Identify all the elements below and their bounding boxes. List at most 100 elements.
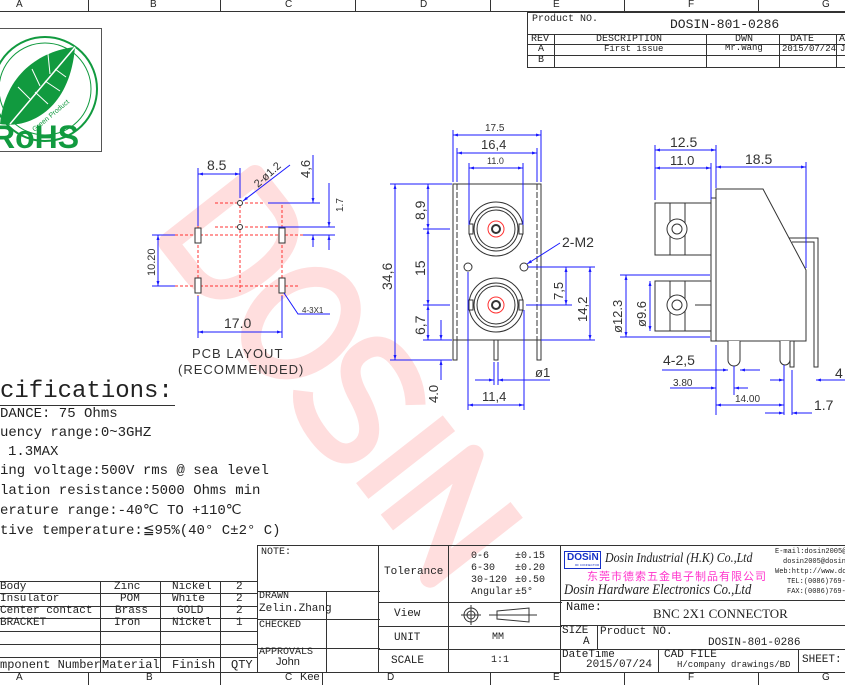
side-dim-d9-6: ø9.6 (634, 301, 649, 327)
bom-material: POM (120, 593, 140, 605)
tolerance-value: ±0.20 (515, 563, 546, 574)
bom-header-qty: QTY (231, 658, 253, 672)
dwn-cell: Mr.Wang (725, 43, 763, 53)
drawn-label: DRAWN (259, 591, 290, 602)
front-dim-7-5: 7,5 (551, 282, 566, 300)
frame-bottom-zones: A B C D E F G (0, 672, 845, 685)
scale-label: SCALE (391, 655, 425, 667)
rev-cell: B (538, 55, 545, 66)
zone-label: G (822, 672, 830, 683)
zone-label: F (688, 0, 695, 10)
side-dim-4: 4 (835, 365, 843, 381)
side-dim-14-00: 14.00 (735, 394, 760, 405)
product-no: DOSIN-801-0286 (708, 637, 801, 649)
pcb-layout-title: PCB LAYOUT (192, 346, 283, 361)
projection-symbol-icon (461, 605, 537, 625)
front-dim-8-9: 8,9 (412, 200, 428, 220)
tolerance-label: Tolerance (384, 566, 444, 578)
dwn-header: DWN (735, 34, 754, 45)
brand-sub: RF CONNECTOR (575, 563, 600, 567)
front-hole-label: 2-M2 (562, 234, 594, 250)
cad-file-value: H/company drawings/BD (677, 660, 791, 670)
zone-label: F (688, 672, 695, 683)
notes-block: NOTE: DRAWN Zelin.Zhang CHECKED APPROVAL… (257, 545, 380, 683)
approvals-label: APPROVALS (259, 647, 314, 658)
front-dim-11-4: 11,4 (482, 389, 506, 404)
unit-label: UNIT (394, 632, 421, 644)
description-header: DESCRIPTION (596, 34, 663, 45)
pcb-dim-pads: 4-3X1 (302, 306, 324, 315)
zone-label: E (553, 0, 560, 10)
scale-value: 1:1 (491, 655, 510, 666)
note-label: NOTE: (261, 547, 292, 558)
front-view: 17.5 16,4 11.0 34,6 8,9 15 6,7 4.0 2-M2 … (379, 123, 595, 410)
pcb-dim-10-20: 10.20 (146, 248, 158, 276)
bom-material: Iron (114, 617, 141, 629)
bom-finish: GOLD (177, 605, 204, 617)
front-dim-17-5: 17.5 (485, 123, 505, 134)
spec-frequency: uency range:0~3GHZ (0, 425, 152, 441)
bom-component: Insulator (0, 593, 60, 605)
spec-temperature: erature range:-40℃ TO +110℃ (0, 503, 242, 519)
pcb-dim-17-0: 17.0 (224, 315, 251, 331)
pcb-dim-4-6: 4,6 (298, 160, 313, 178)
side-dim-d12-3: ø12.3 (610, 300, 625, 333)
name-label: Name: (566, 600, 603, 614)
date-label: DateTime (562, 649, 615, 661)
product-no-label: Product NO. (600, 626, 673, 638)
zone-label: E (553, 672, 560, 683)
front-dim-11-0: 11.0 (487, 156, 504, 166)
rev-header: REV (531, 34, 550, 45)
bom-finish: White (172, 593, 206, 605)
product-no-label: Product NO. (532, 14, 599, 25)
company-name-en: Dosin Hardware Electronics Co.,Ltd (564, 582, 752, 598)
bom-header-material: Material (102, 658, 160, 672)
size-value: A (583, 636, 590, 648)
side-dim-11-0: 11.0 (670, 153, 694, 168)
front-dim-4-0: 4.0 (426, 385, 441, 403)
frame-top-zones: A B C D E F G (0, 0, 845, 12)
rohs-logo: Green Product RoHS (0, 28, 102, 152)
spec-voltage: ing voltage:500V rms @ sea level (0, 463, 269, 479)
product-name: BNC 2X1 CONNECTOR (653, 606, 788, 621)
zone-label: B (150, 0, 157, 10)
product-no: DOSIN-801-0286 (670, 17, 780, 32)
bom-finish: Nickel (172, 581, 212, 593)
side-dim-12-5: 12.5 (670, 134, 697, 150)
extra-cell: J (840, 44, 845, 54)
date-value: 2015/07/24 (586, 659, 653, 671)
company-email-2: dosin2005@dosin (783, 558, 845, 566)
tolerance-value: ±5° (515, 587, 534, 598)
front-dim-pin: ø1 (535, 365, 550, 380)
approver-name: John (276, 656, 300, 668)
side-dim-1-7: 1.7 (814, 397, 834, 413)
company-fax: FAX:(0086)769-8 (787, 588, 845, 596)
zone-label: C (285, 0, 293, 10)
zone-label: A (16, 0, 23, 10)
company-web: Web:http://www.dos (775, 568, 845, 576)
bom-material: Zinc (114, 581, 141, 593)
date-header: DATE (790, 34, 815, 45)
drawn-by: Zelin.Zhang (259, 603, 332, 615)
technical-drawing: 8.5 2-ø1.2 4,6 1.7 10.20 17.0 4-3X1 PCB … (146, 123, 845, 415)
zone-label: D (420, 0, 428, 10)
bom-qty: 2 (236, 605, 243, 617)
zone-label: D (387, 672, 395, 683)
side-view: 12.5 11.0 18.5 ø12.3 ø9.6 4-2,5 3.80 14.… (610, 134, 845, 415)
view-label: View (394, 608, 421, 620)
bom-qty: 1 (236, 617, 243, 629)
spec-insulation: lation resistance:5000 Ohms min (0, 483, 261, 499)
pcb-layout-view: 8.5 2-ø1.2 4,6 1.7 10.20 17.0 4-3X1 PCB … (146, 155, 346, 377)
title-block: DOSiN RF CONNECTOR Dosin Industrial (H.K… (560, 545, 845, 673)
company-tel: TEL:(0086)769-8 (787, 578, 845, 586)
tolerance-range: 30-120 (471, 575, 508, 586)
side-dim-18-5: 18.5 (745, 151, 772, 167)
revision-block: Product NO. DOSIN-801-0286 REV DESCRIPTI… (527, 12, 845, 68)
tolerance-block: Tolerance 0-6±0.15 6-30±0.20 30-120±0.50… (378, 545, 562, 673)
date-cell: 2015/07/24 (782, 44, 837, 54)
bom-component: BRACKET (0, 617, 47, 629)
bom-qty: 2 (236, 593, 243, 605)
leaf-globe-icon: Green Product RoHS (0, 36, 98, 151)
bom-finish: Nickel (172, 617, 212, 629)
sheet-label: SHEET: (802, 654, 842, 666)
